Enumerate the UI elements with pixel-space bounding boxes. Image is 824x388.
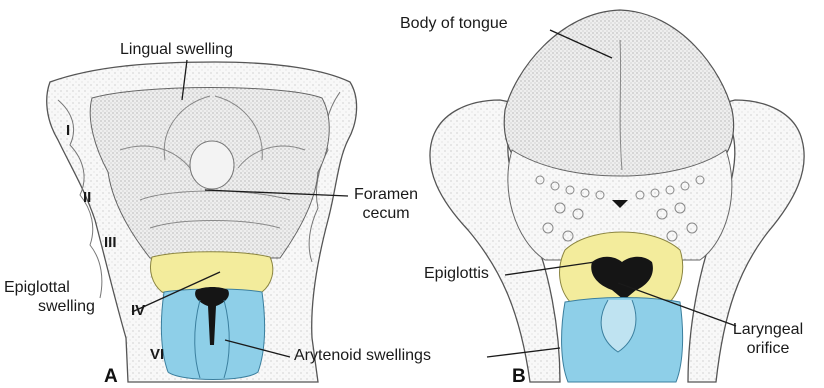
label-foramen-cecum-line2: cecum	[346, 204, 426, 223]
label-foramen-cecum: Foramen cecum	[346, 185, 426, 223]
label-epiglottis: Epiglottis	[424, 264, 489, 283]
label-laryngeal-orifice-line2: orifice	[728, 339, 808, 358]
arch-label-III: III	[104, 234, 117, 251]
panel-letter-a: A	[104, 366, 118, 388]
panel-a-drawing	[47, 62, 357, 382]
tongue-body-b	[504, 10, 733, 181]
label-lingual-swelling: Lingual swelling	[120, 40, 233, 59]
label-foramen-cecum-line1: Foramen	[346, 185, 426, 204]
label-epiglottal-swelling: Epiglottal swelling	[4, 278, 95, 316]
label-epiglottal-swelling-line1: Epiglottal	[4, 278, 95, 297]
panel-letter-b: B	[512, 366, 526, 388]
label-laryngeal-orifice-line1: Laryngeal	[728, 320, 808, 339]
arch-label-I: I	[66, 122, 70, 139]
arch-label-II: II	[83, 189, 91, 206]
arch-label-IV: IV	[131, 302, 145, 319]
label-laryngeal-orifice: Laryngeal orifice	[728, 320, 808, 358]
median-tongue-bud	[190, 141, 234, 189]
label-epiglottal-swelling-line2: swelling	[4, 297, 95, 316]
label-arytenoid-swellings: Arytenoid swellings	[294, 346, 431, 365]
arch-label-VI: VI	[150, 346, 164, 363]
label-body-of-tongue: Body of tongue	[400, 14, 508, 33]
